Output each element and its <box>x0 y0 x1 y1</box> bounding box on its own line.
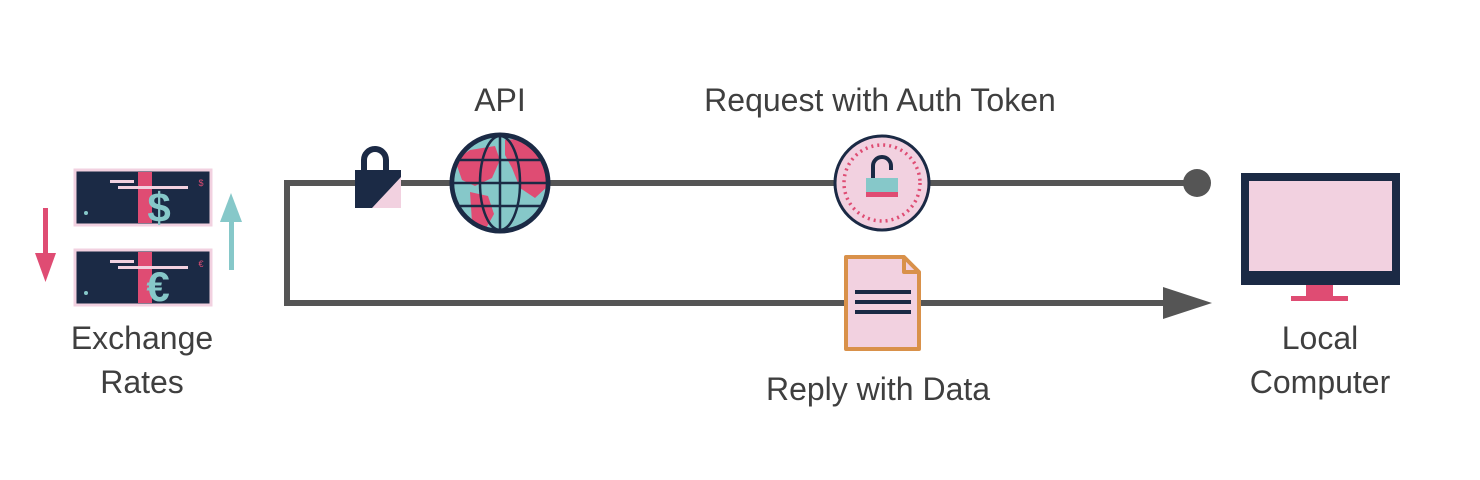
dollar-symbol: $ <box>147 184 170 231</box>
request-line <box>284 180 1197 306</box>
arrow-down-icon <box>35 208 56 282</box>
local-computer-label-line2: Computer <box>1249 364 1391 400</box>
locked-padlock-icon <box>355 146 401 208</box>
dollar-small-symbol: $ <box>198 178 203 188</box>
exchange-rates-label-line2: Rates <box>100 364 184 400</box>
currency-banknotes-icon: $ $ € € <box>73 168 213 310</box>
api-label: API <box>474 82 526 118</box>
request-endpoint-dot <box>1183 169 1211 197</box>
euro-banknote: € € <box>73 248 213 310</box>
exchange-rates-label-line1: Exchange <box>70 320 214 356</box>
document-icon <box>844 255 921 351</box>
arrow-up-icon <box>220 193 242 270</box>
globe-icon <box>449 132 551 234</box>
reply-label: Reply with Data <box>765 371 991 407</box>
euro-small-symbol: € <box>198 259 203 269</box>
request-reply-path <box>284 180 1197 306</box>
euro-symbol: € <box>146 263 169 310</box>
dollar-banknote: $ $ <box>73 168 213 231</box>
request-label: Request with Auth Token <box>704 82 1056 118</box>
monitor-icon <box>1241 173 1400 301</box>
reply-arrowhead <box>1163 287 1212 319</box>
local-computer-label-line1: Local <box>1281 320 1359 356</box>
unlocked-padlock-badge-icon <box>833 134 931 232</box>
